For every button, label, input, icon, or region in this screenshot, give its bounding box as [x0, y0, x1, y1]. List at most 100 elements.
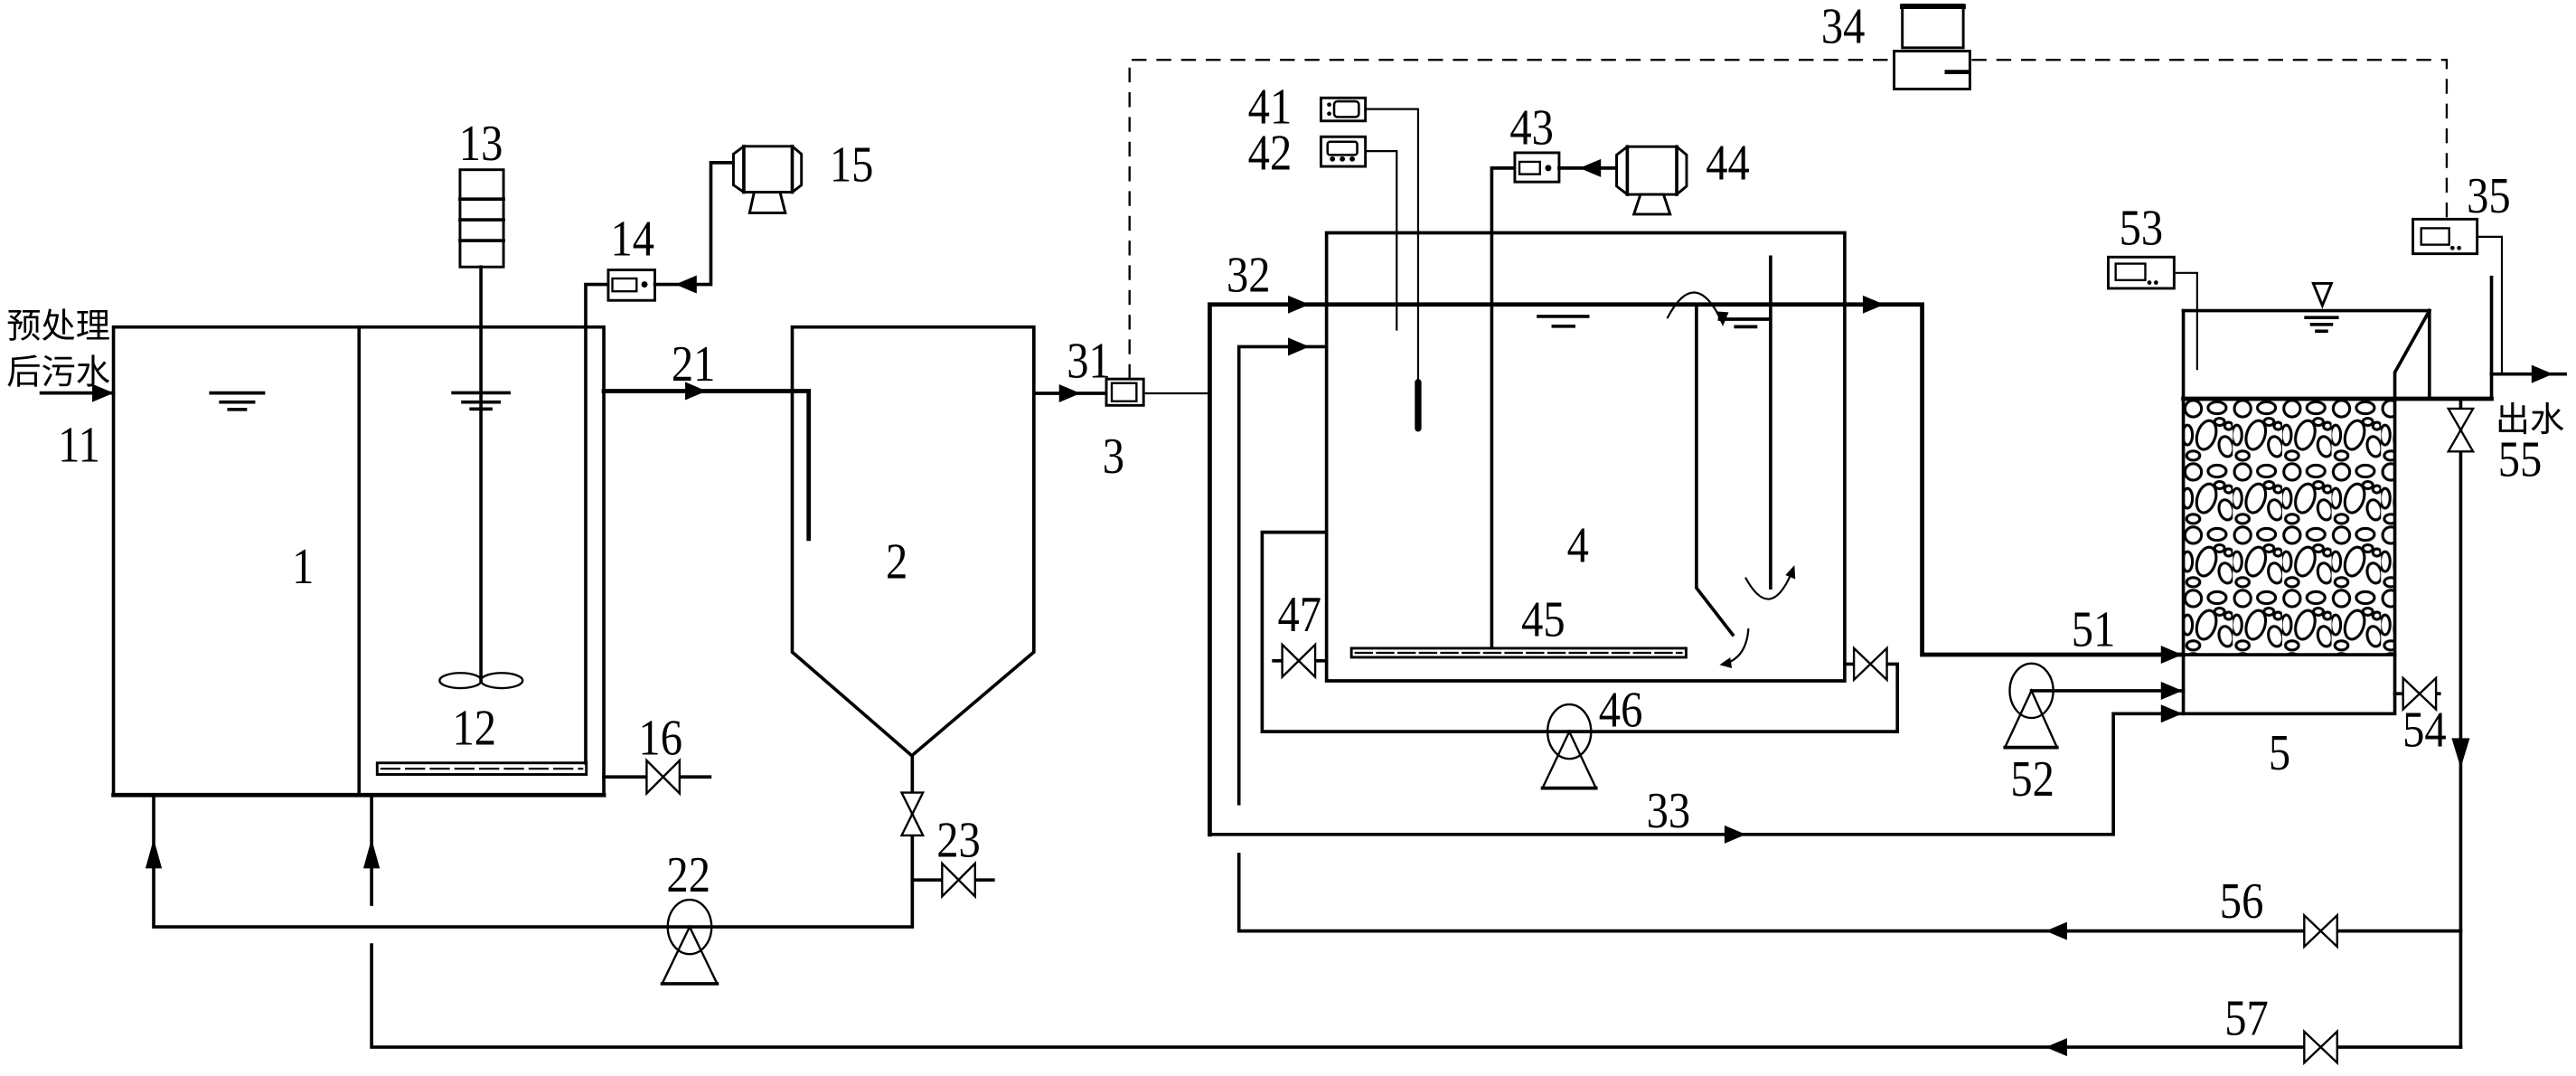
main-line-32 — [1208, 302, 2186, 837]
diffuser-label: 12 — [453, 700, 497, 756]
flow-arrow-icon — [675, 275, 697, 294]
tank-5-unit: 5 53 出水 55 — [2107, 200, 2567, 1049]
flow-arrow-icon — [1724, 825, 1746, 844]
tank-4-outline — [1324, 231, 1847, 683]
blower-icon — [1615, 145, 1688, 216]
blower-label: 15 — [830, 137, 874, 193]
flow-arrow-icon — [1288, 295, 1310, 314]
valve-icon — [2303, 1029, 2338, 1066]
blower-15: 15 — [731, 137, 874, 214]
sludge-valve-23: 23 — [910, 812, 995, 900]
pump-46: 46 — [1540, 682, 1643, 790]
pump-label: 52 — [2010, 751, 2054, 807]
recirculation-loop — [1260, 530, 1900, 733]
return-pipe — [1236, 853, 2463, 933]
sludge-valve-label: 23 — [936, 812, 981, 868]
control-signal-line — [1128, 58, 2449, 380]
pump-icon — [1540, 703, 1598, 790]
inlet-pipe-label: 21 — [672, 336, 716, 392]
valve-icon — [2446, 407, 2476, 453]
flow-arrow-icon — [1719, 657, 1733, 668]
flowmeter-icon — [1513, 151, 1561, 184]
tank-4-unit: 4 41 42 — [1248, 79, 1900, 790]
flowmeter-43: 43 — [1509, 99, 1561, 184]
outlet-valve-55: 55 — [2446, 397, 2543, 1049]
drain-valve-label: 47 — [1277, 587, 1321, 643]
pump-22: 22 — [660, 847, 719, 986]
flow-arrow-icon — [2451, 738, 2470, 769]
valve-icon — [941, 861, 976, 900]
flow-arrow-icon — [2045, 921, 2067, 940]
sensor-out-probe-line — [2476, 235, 2504, 375]
computer-icon — [1893, 4, 1971, 90]
sensor-icon — [2411, 217, 2479, 256]
sensor-icon — [1105, 377, 1145, 407]
probe-53: 53 — [2107, 200, 2198, 371]
mixer-13: 13 — [438, 115, 524, 690]
flow-arrow-icon — [1579, 158, 1602, 177]
circulation-arrow-icon — [1744, 570, 1794, 600]
sensor-out-label: 35 — [2467, 168, 2511, 224]
inlet-pipe-21 — [601, 389, 812, 542]
circulation-arrow-icon — [1721, 628, 1750, 665]
recirc-pump-label: 46 — [1599, 682, 1643, 738]
overflow-arrow-icon — [1666, 291, 1724, 323]
diffuser-label: 45 — [1521, 591, 1565, 647]
probe-41: 41 — [1248, 79, 1422, 432]
diffuser-45: 45 — [1349, 591, 1688, 659]
mixer-label: 13 — [459, 115, 503, 171]
flow-arrow-icon — [1288, 337, 1310, 356]
pump-label: 22 — [666, 847, 710, 903]
flowmeter-label: 14 — [610, 211, 654, 267]
flowmeter-14: 14 — [606, 211, 656, 302]
probe-a-label: 41 — [1248, 79, 1293, 135]
control-system-label: 3 — [1103, 429, 1124, 485]
probe-icon — [1319, 135, 1368, 168]
blower-44: 44 — [1615, 135, 1750, 216]
return-line-a-label: 56 — [2220, 873, 2264, 930]
air-pipe-tank-4 — [1490, 166, 1517, 650]
inlet-label-line1: 预处理 — [6, 306, 110, 346]
air-pipe-blower-15 — [653, 161, 736, 287]
water-level-icon — [1537, 315, 1590, 328]
flow-arrow-icon — [1862, 295, 1885, 314]
pebble-media — [2183, 399, 2395, 656]
probe-label: 53 — [2120, 200, 2164, 256]
flow-arrow-icon — [145, 838, 163, 869]
air-pipe-tank-1 — [584, 282, 610, 765]
valve-icon — [1281, 642, 1317, 680]
outlet-valve-label: 55 — [2498, 431, 2543, 487]
baffle-wall — [1695, 302, 1735, 637]
flow-arrow-icon — [2045, 1038, 2067, 1057]
inlet-pipe-51-label: 51 — [2072, 601, 2116, 657]
drain-valve-16: 16 — [602, 710, 712, 797]
return-pipe-22 — [152, 753, 915, 929]
effluent-outlet: 出水 — [2489, 275, 2567, 440]
water-level-icon — [451, 391, 511, 411]
probe-b-label: 42 — [1248, 125, 1293, 181]
blower-icon — [731, 145, 804, 214]
probe-cable — [2173, 271, 2198, 371]
tank-1-label: 1 — [292, 539, 314, 595]
blower-label: 44 — [1706, 135, 1750, 191]
sensor-35: 35 — [2411, 168, 2511, 375]
valve-icon — [899, 791, 926, 837]
main-line-label: 32 — [1227, 247, 1271, 303]
probe-icon — [1319, 96, 1368, 123]
flowmeter-label: 43 — [1509, 99, 1554, 156]
return-line-56: 56 — [1236, 853, 2463, 949]
flow-arrow-icon — [685, 382, 707, 401]
diffuser-12: 12 — [375, 700, 588, 776]
flow-arrow-icon — [362, 838, 381, 869]
flow-arrow-icon — [2531, 364, 2553, 383]
tank-2-outline — [790, 325, 1036, 759]
drain-valve-label: 54 — [2402, 702, 2447, 758]
tank-5-label: 5 — [2269, 725, 2290, 781]
outlet-label: 出水 — [2496, 400, 2564, 440]
sludge-return-line: 22 23 — [145, 753, 995, 986]
drain-valve-54: 54 — [2393, 675, 2447, 758]
probe-42: 42 — [1248, 125, 1398, 331]
return-line-b-label: 57 — [2224, 990, 2269, 1046]
water-level-icon — [1717, 317, 1771, 329]
